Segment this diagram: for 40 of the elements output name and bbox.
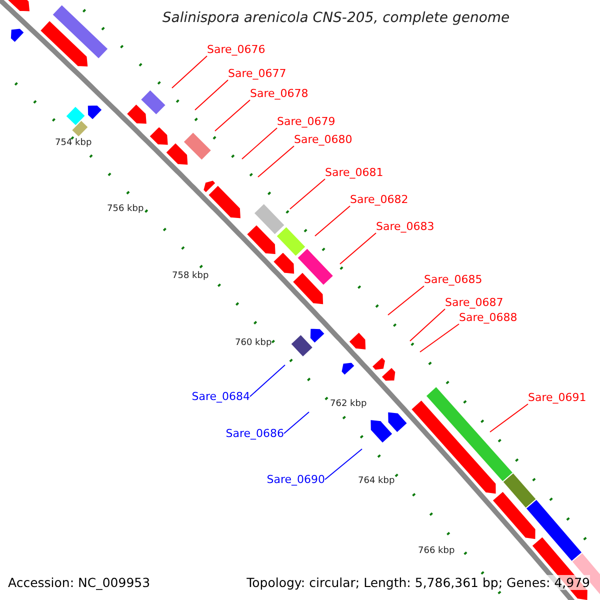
leader-line	[490, 404, 528, 432]
leader-line	[290, 178, 326, 210]
genome-info-text: Topology: circular; Length: 5,786,361 bp; Genes: 4,979	[246, 575, 590, 590]
gene-label: Sare_0679	[277, 115, 336, 128]
leader-line	[324, 448, 362, 480]
gene-label: Sare_0685	[424, 273, 482, 286]
gene-label: Sare_0690	[266, 473, 325, 486]
leader-line	[172, 56, 208, 88]
gene-label: Sare_0683	[376, 220, 434, 233]
leader-line	[194, 80, 228, 110]
leader-line	[258, 146, 294, 178]
scale-label: 756 kbp	[107, 203, 144, 216]
leader-line	[250, 364, 286, 397]
leader-line	[284, 412, 310, 434]
gene-label: Sare_0688	[459, 311, 518, 324]
leader-line	[420, 324, 460, 352]
leader-line	[340, 232, 376, 264]
gene-label: Sare_0682	[350, 193, 408, 206]
leader-line	[388, 286, 424, 316]
gene-label: Sare_0684	[192, 390, 250, 403]
gene-label: Sare_0676	[207, 43, 266, 56]
scale-label: 754 kbp	[55, 137, 92, 150]
leader-line	[214, 100, 250, 132]
gene-label: Sare_0687	[445, 296, 504, 309]
gene-label: Sare_0681	[325, 166, 384, 179]
diagram-title: Salinispora arenicola CNS-205, complete genome	[161, 10, 511, 27]
scale-label: 764 kbp	[358, 475, 395, 488]
gene-label: Sare_0678	[250, 87, 308, 100]
leader-line	[242, 128, 278, 160]
accession-text: Accession: NC_009953	[8, 575, 150, 590]
gene-label: Sare_0686	[226, 427, 284, 440]
gene-label: Sare_0680	[294, 133, 352, 146]
leader-line	[410, 308, 446, 342]
gene-label: Sare_0691	[528, 391, 586, 404]
scale-label: 760 kbp	[235, 337, 272, 350]
leader-line	[314, 206, 350, 236]
scale-label: 762 kbp	[330, 398, 367, 411]
scale-label: 766 kbp	[418, 545, 455, 558]
gene-label: Sare_0677	[228, 67, 286, 80]
scale-label: 758 kbp	[172, 270, 209, 283]
